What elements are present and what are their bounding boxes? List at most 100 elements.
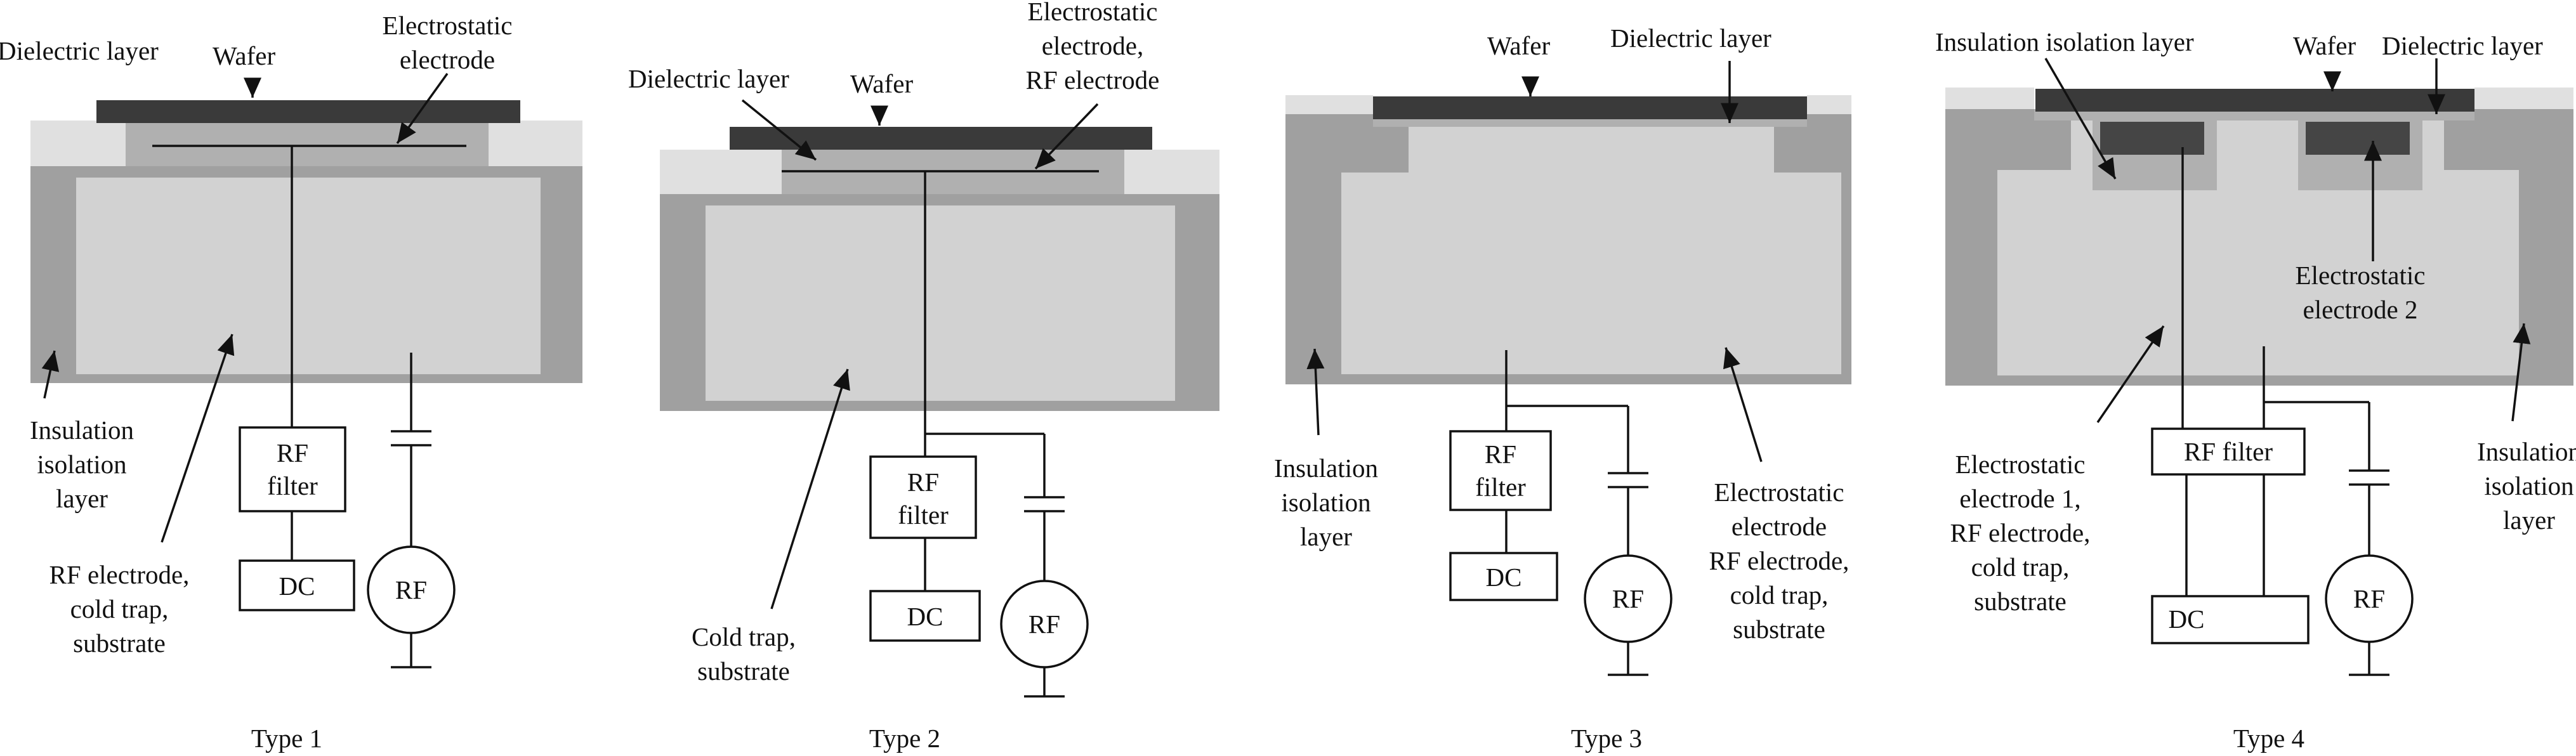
panel-type-1: RF filter DC RF Dielectric layer Wafer E… <box>0 11 582 753</box>
rf-filter-label-1: RF <box>1485 440 1516 469</box>
right-shoulder <box>1124 150 1219 194</box>
label-electrostatic-electrode-1: Electrostatic <box>383 11 513 40</box>
label-body-2: electrode <box>1732 512 1827 541</box>
label-insulation-2: isolation <box>1281 488 1370 517</box>
dc-source-box <box>1449 552 1558 601</box>
label-dielectric-layer: Dielectric layer <box>0 36 159 65</box>
caption-type-1: Type 1 <box>251 724 322 753</box>
label-body-5: substrate <box>1733 615 1825 644</box>
circuit: RF filter DC RF <box>1449 350 1672 676</box>
label-body-1: RF electrode, <box>49 560 190 589</box>
chuck-structure <box>30 100 582 383</box>
dc-label: DC <box>907 602 943 631</box>
label-wafer: Wafer <box>213 41 275 70</box>
rf-filter-label-2: filter <box>1475 472 1526 502</box>
electrostatic-electrode-1 <box>2100 122 2204 155</box>
label-insulation-1: Insulation <box>1274 453 1378 483</box>
wafer <box>1373 96 1807 119</box>
rf-circuit: RF <box>367 353 456 668</box>
left-shoulder <box>1285 95 1373 114</box>
label-body-3: substrate <box>73 629 166 658</box>
label-insulation-1: Insulation <box>30 415 134 445</box>
dc-label: DC <box>2169 604 2205 634</box>
dc-source-box <box>239 559 355 611</box>
right-shoulder <box>1807 95 1851 114</box>
label-wafer: Wafer <box>850 69 913 98</box>
label-body-2: cold trap, <box>70 594 169 623</box>
electrode-pointer <box>396 72 449 145</box>
rf-circuit: RF <box>1000 434 1089 698</box>
body-pointer <box>770 368 850 609</box>
wafer <box>730 127 1152 150</box>
label-insulation-top: Insulation isolation layer <box>1935 27 2194 56</box>
label-electrode-1-2: electrode 1, <box>1959 484 2080 513</box>
panel-type-4: RF filter DC RF Insulation isolation lay… <box>1935 27 2576 753</box>
label-wafer: Wafer <box>1487 31 1550 60</box>
chuck-structure <box>1285 95 1851 384</box>
chuck-structure <box>1945 88 2573 386</box>
label-electrode-2: electrode, <box>1042 31 1143 60</box>
dc-label: DC <box>279 571 315 601</box>
label-electrode-1-4: cold trap, <box>1971 552 2070 582</box>
caption-type-4: Type 4 <box>2233 724 2304 753</box>
label-electrode-2-2: electrode 2 <box>2303 295 2418 324</box>
label-insulation-3: layer <box>2503 505 2555 535</box>
dc-label: DC <box>1486 563 1522 592</box>
label-electrode-1-1: Electrostatic <box>1955 450 2086 479</box>
electrostatic-electrode-2 <box>2306 122 2410 155</box>
label-body-3: RF electrode, <box>1709 546 1850 575</box>
right-shoulder <box>489 121 582 166</box>
label-electrode-1: Electrostatic <box>1028 0 1158 26</box>
rf-filter-box <box>1449 430 1552 511</box>
right-shoulder <box>2474 88 2573 109</box>
insulation-pointer <box>2511 323 2531 422</box>
dc-circuit: RF filter DC <box>869 171 1044 642</box>
caption-type-2: Type 2 <box>869 724 940 753</box>
insulation-pointer <box>1306 348 1325 436</box>
dc-source-box <box>869 590 981 642</box>
label-electrode-1-5: substrate <box>1974 587 2067 616</box>
insulation-pointer <box>41 350 60 399</box>
left-shoulder <box>660 150 782 194</box>
body-pointer <box>1723 347 1763 462</box>
rf-label: RF <box>1028 609 1060 639</box>
label-dielectric-layer: Dielectric layer <box>628 64 789 93</box>
label-insulation-2: isolation <box>37 450 126 479</box>
rf-filter-label-1: RF <box>277 438 308 467</box>
dielectric-layer <box>126 121 489 166</box>
label-electrostatic-electrode-2: electrode <box>400 45 495 74</box>
label-electrode-3: RF electrode <box>1026 65 1160 94</box>
rf-filter-box <box>2151 427 2306 476</box>
label-wafer: Wafer <box>2293 31 2356 60</box>
electrode-body <box>1341 173 1841 374</box>
circuit: RF filter DC RF <box>2151 147 2414 676</box>
label-dielectric-layer: Dielectric layer <box>1610 23 1771 53</box>
label-body-1: Electrostatic <box>1714 478 1844 507</box>
left-shoulder <box>30 121 126 166</box>
rf-filter-label-2: filter <box>898 500 949 530</box>
rf-filter-label-2: filter <box>267 471 318 500</box>
rf-filter-label-1: RF <box>907 467 939 497</box>
label-electrode-1-3: RF electrode, <box>1950 518 2091 547</box>
electrode-1-pointer <box>2096 325 2165 423</box>
rf-label: RF <box>2353 584 2385 613</box>
insulation-top-pointer <box>2044 58 2117 179</box>
body-pointer <box>161 334 235 543</box>
caption-type-3: Type 3 <box>1571 724 1642 753</box>
electrode-body <box>1997 170 2519 375</box>
label-electrode-2-1: Electrostatic <box>2296 261 2426 290</box>
label-dielectric-layer: Dielectric layer <box>2382 31 2543 60</box>
dc-circuit: RF filter DC <box>239 146 355 611</box>
rf-label: RF <box>1612 584 1644 613</box>
electrode-pointer <box>1034 103 1099 170</box>
rf-filter-label: RF filter <box>2184 437 2273 466</box>
label-body-4: cold trap, <box>1730 580 1829 609</box>
rf-filter-box <box>869 455 977 539</box>
label-body-2: substrate <box>697 656 790 686</box>
rf-label: RF <box>395 575 427 604</box>
electrode-body <box>706 205 1175 401</box>
label-insulation-2: isolation <box>2484 471 2573 500</box>
electrode-boss <box>1409 127 1774 178</box>
left-shoulder <box>1945 88 2034 109</box>
